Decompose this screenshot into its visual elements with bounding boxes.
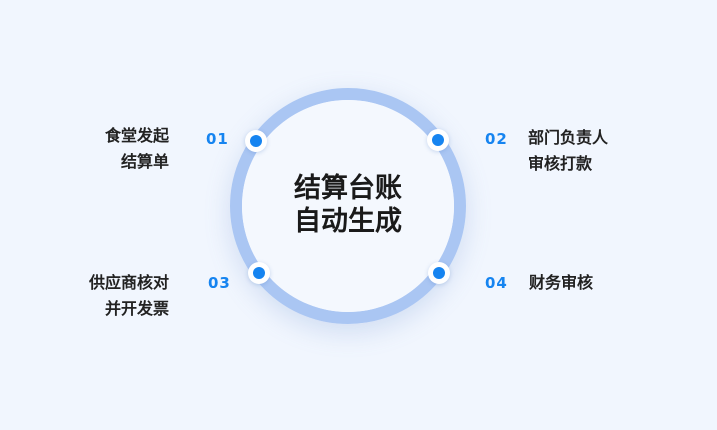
step-03-number: 03 <box>208 274 231 292</box>
center-title: 结算台账 自动生成 <box>268 172 428 238</box>
step-01-node <box>245 130 267 152</box>
step-03-node <box>248 262 270 284</box>
step-01-label-line-2: 结算单 <box>120 152 169 171</box>
step-01-label: 食堂发起 结算单 <box>105 123 169 175</box>
step-02-number: 02 <box>485 130 508 148</box>
step-02-dot <box>432 134 444 146</box>
step-01-label-line-1: 食堂发起 <box>104 126 169 145</box>
step-04-node <box>428 262 450 284</box>
step-03-dot <box>253 267 265 279</box>
step-04-dot <box>433 267 445 279</box>
step-01-dot <box>250 135 262 147</box>
step-02-node <box>427 129 449 151</box>
step-04-label-line-1: 财务审核 <box>529 273 594 292</box>
step-03-label-line-2: 并开发票 <box>104 299 169 318</box>
step-04-number: 04 <box>485 274 508 292</box>
step-02-label: 部门负责人 审核打款 <box>528 125 608 177</box>
ring-inner-disc <box>242 100 454 312</box>
step-02-label-line-2: 审核打款 <box>528 154 593 173</box>
step-04-label: 财务审核 <box>529 270 593 296</box>
step-03-label-line-1: 供应商核对 <box>88 273 169 292</box>
center-title-line-2: 自动生成 <box>294 206 402 237</box>
step-01-number: 01 <box>206 130 229 148</box>
step-02-label-line-1: 部门负责人 <box>528 128 609 147</box>
step-03-label: 供应商核对 并开发票 <box>89 270 169 322</box>
center-title-line-1: 结算台账 <box>294 173 402 204</box>
